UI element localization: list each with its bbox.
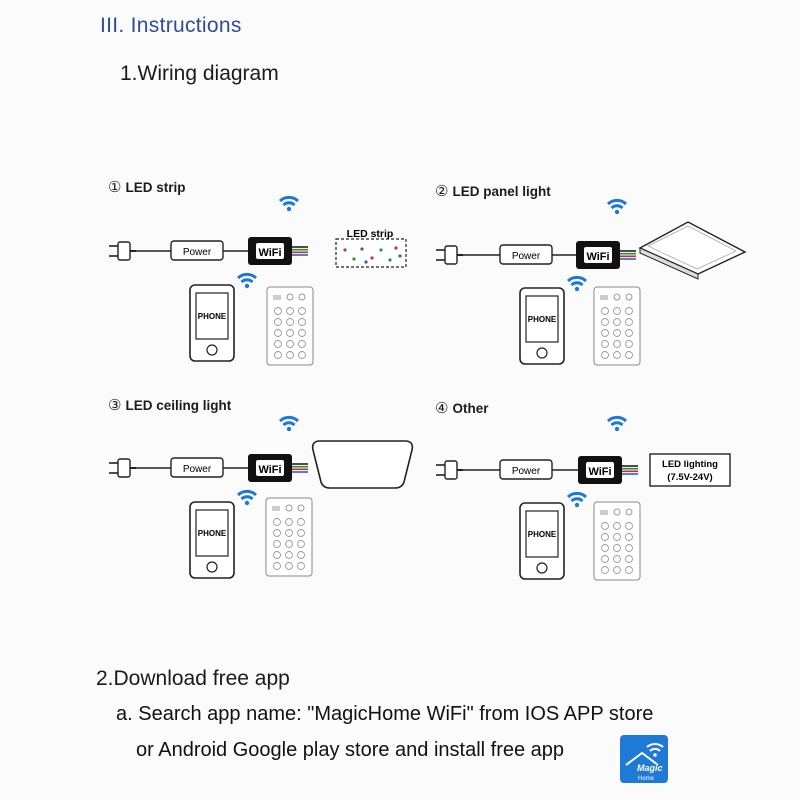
wifi-signal-icon [566,275,588,293]
power-label: Power [183,247,212,258]
wifi-controller-label: WiFi [258,247,281,259]
wifi-signal-icon [236,272,258,290]
plug-icon [108,241,137,261]
panel-led-strip-diagram: Power WiFi LED strip PHONE [108,195,407,366]
panel-led-ceiling-diagram: Power WiFi PHONE [108,415,414,579]
svg-text:PHONE: PHONE [528,530,557,539]
strip-label: LED strip [347,228,394,240]
wifi-signal-icon [278,195,300,213]
plug-icon [108,458,137,478]
wifi-controller-label: WiFi [586,251,609,263]
power-label: Power [512,466,541,477]
plug-icon [435,245,464,265]
svg-text:PHONE: PHONE [528,315,557,324]
magichome-app-icon: Magic Home [620,735,668,783]
panel-led-panel-diagram: Power WiFi PHONE [435,198,747,366]
remote-control-icon [266,286,314,366]
plug-icon [435,460,464,480]
wifi-controller-label: WiFi [588,466,611,478]
wiring-diagram-heading: 1.Wiring diagram [120,62,279,85]
wifi-controller-label: WiFi [258,464,281,476]
remote-control-icon [593,501,641,581]
other-box-line2: (7.5V-24V) [667,472,712,483]
svg-text:PHONE: PHONE [198,312,227,321]
wiring-diagram: Power WiFi LED strip PHONE Power WiFi [108,195,747,581]
other-box-line1: LED lighting [662,459,718,470]
remote-control-icon [593,286,641,366]
wifi-signal-icon [236,489,258,507]
svg-text:PHONE: PHONE [198,529,227,538]
wifi-signal-icon [606,198,628,216]
svg-text:Magic: Magic [637,763,663,773]
panel-other-diagram: Power WiFi LED lighting (7.5V-24V) PHONE [435,415,731,581]
step-a-line2: or Android Google play store and install… [136,739,565,761]
power-label: Power [183,464,212,475]
wifi-signal-icon [606,415,628,433]
power-label: Power [512,251,541,262]
svg-text:Home: Home [638,776,655,782]
remote-control-icon [265,497,313,577]
section-title: III. Instructions [100,14,242,37]
step-a-line1: a. Search app name: "MagicHome WiFi" fro… [116,703,654,725]
download-app-heading: 2.Download free app [96,667,290,690]
wifi-signal-icon [278,415,300,433]
wifi-signal-icon [566,491,588,509]
